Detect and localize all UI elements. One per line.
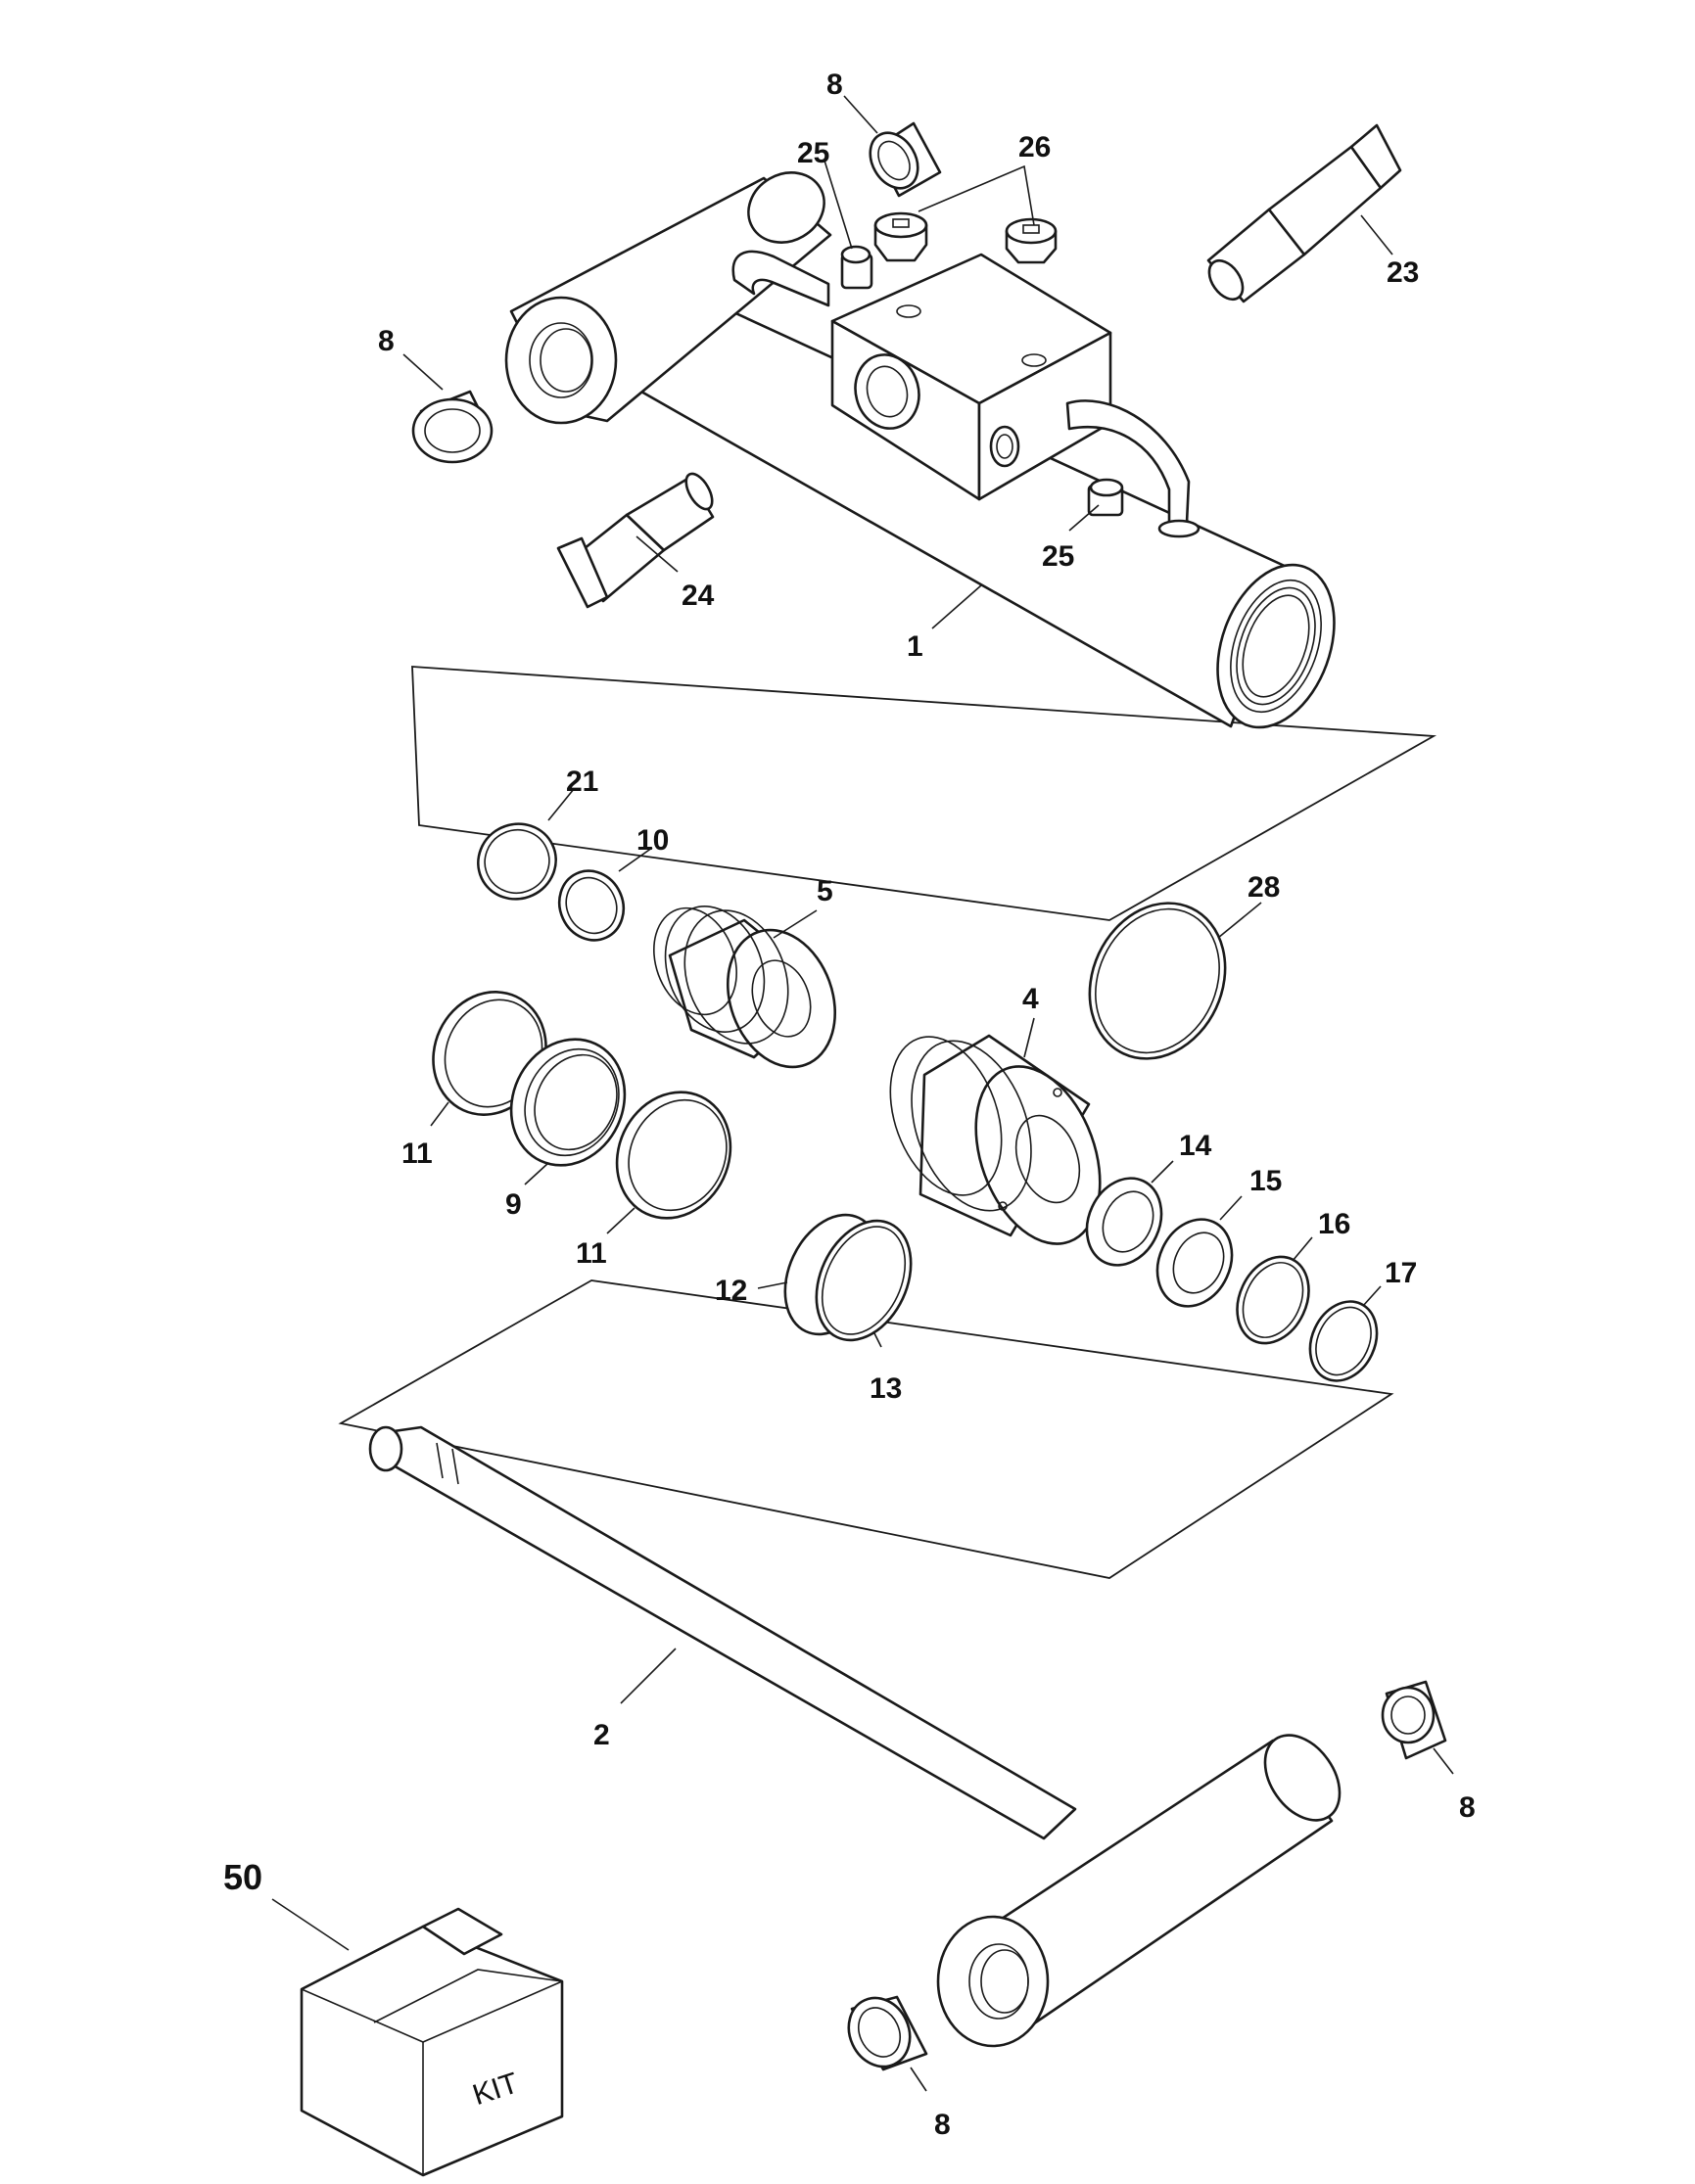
callout-11-b: 11 [576,1237,607,1270]
callout-26: 26 [1018,131,1051,163]
upper-assembly-plane [411,666,1437,921]
cartridge-valve-23 [1206,123,1402,303]
wear-ring-11-b [615,1091,732,1220]
callout-28: 28 [1248,871,1280,904]
callout-16: 16 [1318,1208,1350,1240]
bushing-left [411,390,494,464]
callout-13: 13 [870,1372,902,1405]
o-ring-28 [1088,902,1227,1060]
callout-25-mid: 25 [1042,540,1074,573]
callout-8-bottom: 8 [934,2109,951,2141]
callout-8-top: 8 [826,69,843,101]
ring-13 [815,1219,913,1342]
ring-16 [1236,1255,1310,1345]
plug-26-left [873,211,928,262]
head-gland-4 [889,1034,1102,1245]
callout-11-a: 11 [401,1138,433,1170]
piston-5 [653,906,837,1069]
callout-25-top: 25 [797,137,829,169]
callout-8-left: 8 [378,325,395,357]
leader-lines [271,95,1454,2092]
bushing-top [869,121,942,198]
barrel-assembly [504,171,1336,729]
seal-10 [557,869,626,942]
retaining-ring-21 [477,822,557,901]
lower-assembly-plane [338,1279,1394,1579]
ring-17 [1308,1300,1379,1382]
callout-50: 50 [223,1857,262,1897]
kit-box: KIT [300,1907,564,2177]
wiper-15 [1155,1218,1234,1308]
callout-5: 5 [817,875,833,907]
callout-21: 21 [566,766,598,798]
plug-26-right [1005,217,1058,264]
bushing-right [1381,1680,1447,1760]
cartridge-valve-24 [556,472,715,609]
callout-1: 1 [907,630,923,663]
callout-15: 15 [1249,1165,1282,1197]
callout-23: 23 [1387,256,1419,289]
callout-10: 10 [636,824,669,857]
callout-9: 9 [505,1188,522,1221]
callout-4: 4 [1022,983,1039,1015]
plug-25-side [1087,478,1124,517]
rod-eye-tube [936,1734,1342,2048]
callout-12: 12 [715,1275,747,1307]
bushing-bottom [847,1995,928,2071]
callout-8-right: 8 [1459,1791,1476,1824]
callout-labels: 8 25 26 23 8 24 25 1 21 10 5 28 4 11 9 1… [223,69,1476,2141]
callout-17: 17 [1385,1257,1417,1289]
callout-14: 14 [1179,1130,1212,1162]
callout-2: 2 [593,1719,610,1751]
plug-25-top [840,245,873,290]
seal-9 [509,1038,627,1167]
rod-2 [368,1425,1077,1840]
seal-14 [1085,1177,1163,1267]
callout-24: 24 [682,580,715,612]
